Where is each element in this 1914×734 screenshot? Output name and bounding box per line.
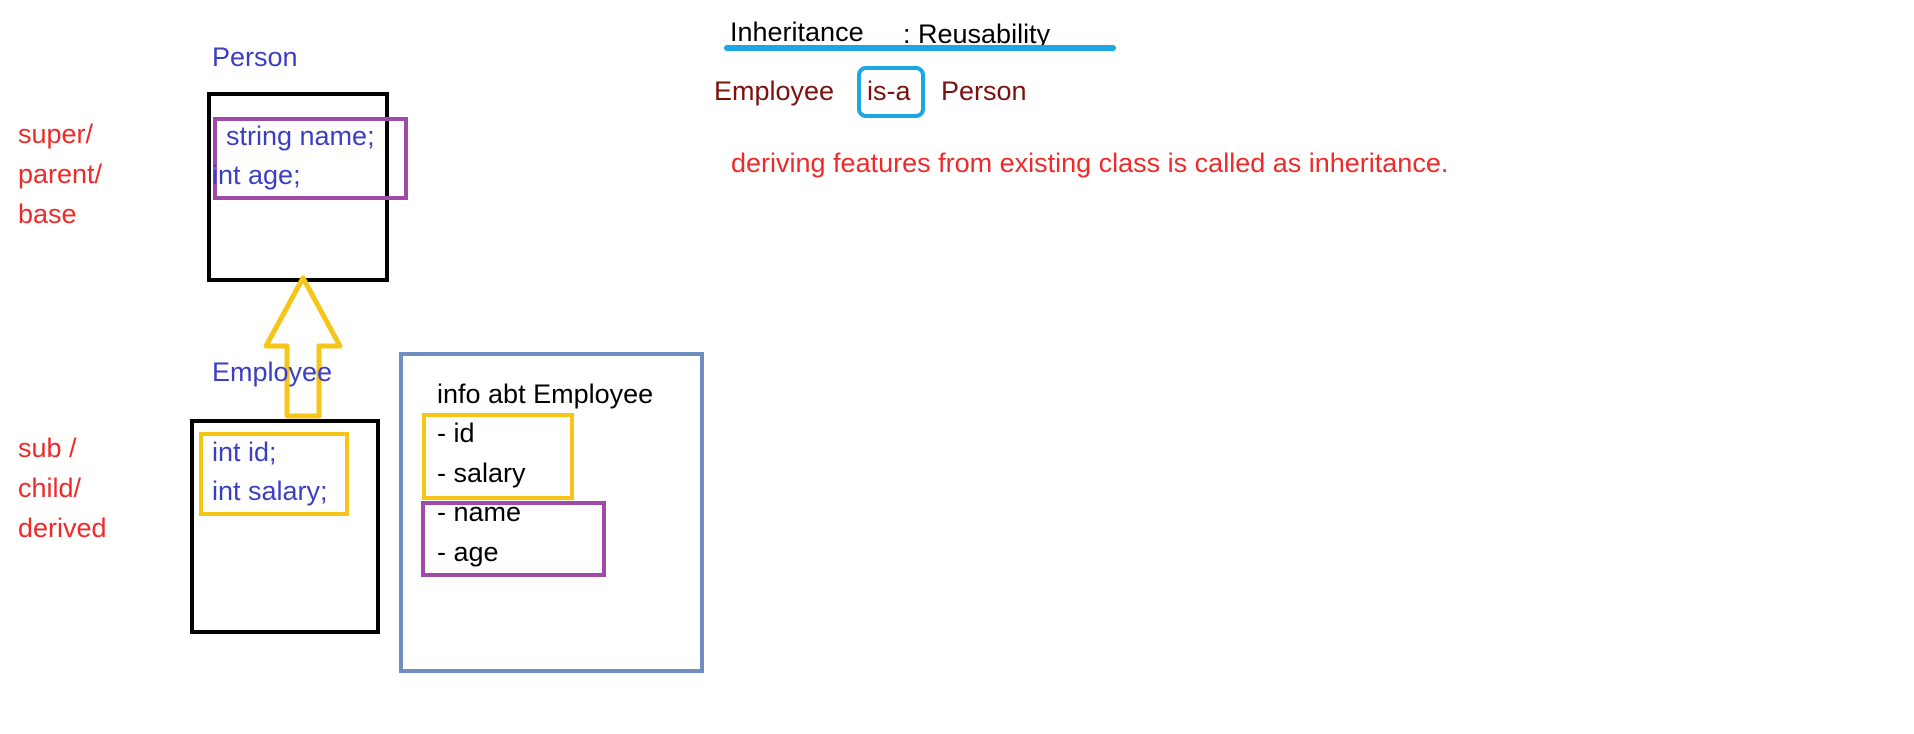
role-label-base: base [18,199,77,229]
info-field-id: - id [437,418,475,448]
relation-right: Person [941,76,1027,106]
parent-role-labels: super/ parent/ base [18,114,102,234]
parent-member-name: string name; [226,121,375,151]
info-inherited-fields-highlight [421,501,606,577]
info-own-fields-highlight [422,413,574,500]
info-box [399,352,704,673]
info-field-name: - name [437,497,522,527]
child-role-labels: sub / child/ derived [18,428,107,548]
child-member-salary: int salary; [212,476,328,506]
title-subtitle: : Reusability [903,19,1051,49]
child-class-box [190,419,380,634]
role-label-derived: derived [18,513,107,543]
role-label-child: child/ [18,473,82,503]
title-underline [724,45,1116,51]
own-members-highlight [199,432,349,516]
relation-left: Employee [714,76,835,106]
info-field-salary: - salary [437,458,526,488]
child-member-id: int id; [212,437,277,467]
inheritance-arrow-icon [263,275,343,419]
role-label-super: super/ [18,119,94,149]
parent-class-box [207,92,389,282]
info-heading: info abt Employee [437,379,654,409]
inherited-members-highlight [213,117,408,200]
relation-connector: is-a [867,76,911,106]
is-a-highlight [857,66,925,118]
parent-member-age: int age; [212,160,301,190]
info-field-age: - age [437,537,499,567]
child-class-name: Employee [212,357,333,387]
parent-class-name: Person [212,42,298,72]
title-word: Inheritance [730,17,864,47]
definition-text: deriving features from existing class is… [731,148,1449,178]
role-label-sub: sub / [18,433,77,463]
role-label-parent: parent/ [18,159,103,189]
